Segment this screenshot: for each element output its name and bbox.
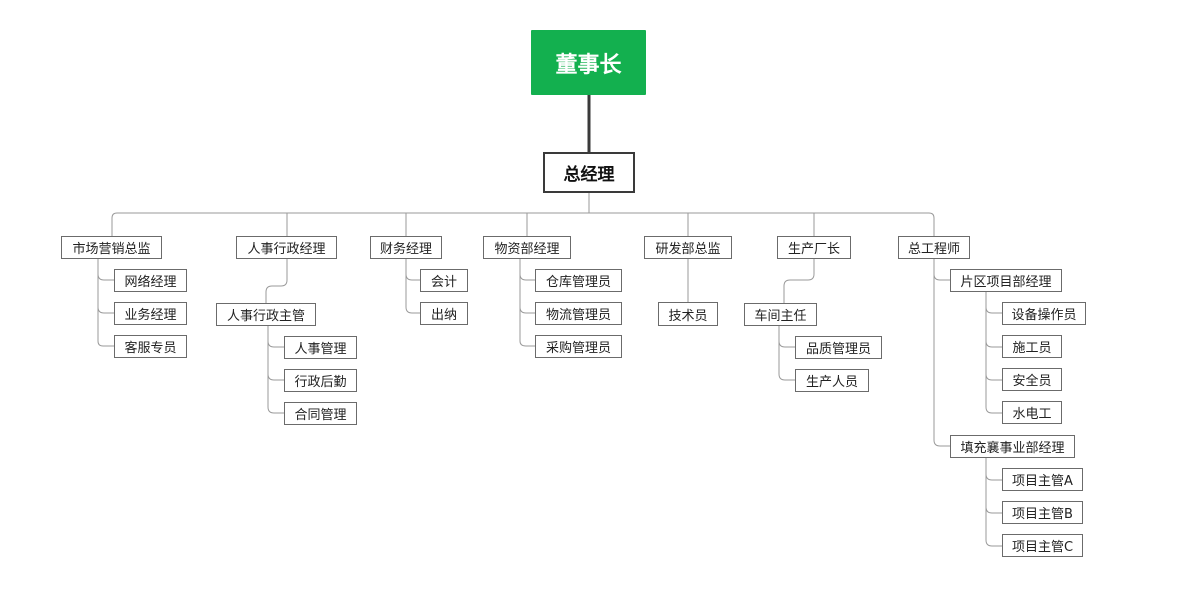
node-chairman[interactable]: 董事长 bbox=[531, 30, 646, 95]
node-marketing-child[interactable]: 客服专员 bbox=[114, 335, 187, 358]
node-finance-manager[interactable]: 财务经理 bbox=[370, 236, 442, 259]
node-marketing-child[interactable]: 网络经理 bbox=[114, 269, 187, 292]
department-bus bbox=[111, 212, 935, 237]
connector-finance-children bbox=[405, 258, 420, 314]
node-hr-supervisor[interactable]: 人事行政主管 bbox=[216, 303, 316, 326]
node-engineering-subunit[interactable]: 填充襄事业部经理 bbox=[950, 435, 1075, 458]
node-production-child[interactable]: 生产人员 bbox=[795, 369, 869, 392]
node-hr-manager[interactable]: 人事行政经理 bbox=[236, 236, 337, 259]
node-production-child[interactable]: 品质管理员 bbox=[795, 336, 882, 359]
node-business-dept-child[interactable]: 项目主管C bbox=[1002, 534, 1083, 557]
connector-production-children bbox=[778, 326, 795, 381]
node-finance-child[interactable]: 出纳 bbox=[420, 302, 468, 325]
node-materials-child[interactable]: 仓库管理员 bbox=[535, 269, 622, 292]
connector-marketing-children bbox=[97, 258, 114, 347]
connector-production-supervisor bbox=[783, 258, 815, 303]
node-materials-child[interactable]: 物流管理员 bbox=[535, 302, 622, 325]
node-general-manager[interactable]: 总经理 bbox=[543, 152, 635, 193]
node-project-dept-child[interactable]: 设备操作员 bbox=[1002, 302, 1086, 325]
connector-engineering-subunits bbox=[933, 258, 950, 447]
node-business-dept-child[interactable]: 项目主管A bbox=[1002, 468, 1083, 491]
node-marketing-director[interactable]: 市场营销总监 bbox=[61, 236, 162, 259]
node-hr-child[interactable]: 合同管理 bbox=[284, 402, 357, 425]
node-hr-child[interactable]: 行政后勤 bbox=[284, 369, 357, 392]
node-project-dept-child[interactable]: 安全员 bbox=[1002, 368, 1062, 391]
node-project-dept-child[interactable]: 施工员 bbox=[1002, 335, 1062, 358]
connector-project-dept-children bbox=[985, 292, 1002, 414]
node-business-dept-child[interactable]: 项目主管B bbox=[1002, 501, 1083, 524]
node-production-supervisor[interactable]: 车间主任 bbox=[744, 303, 817, 326]
node-production-manager[interactable]: 生产厂长 bbox=[777, 236, 851, 259]
node-rnd-child[interactable]: 技术员 bbox=[658, 302, 718, 326]
connector-materials-children bbox=[519, 258, 535, 347]
node-project-dept-child[interactable]: 水电工 bbox=[1002, 401, 1062, 424]
node-finance-child[interactable]: 会计 bbox=[420, 269, 468, 292]
node-materials-manager[interactable]: 物资部经理 bbox=[483, 236, 571, 259]
node-engineering-subunit[interactable]: 片区项目部经理 bbox=[950, 269, 1062, 292]
connector-hr-supervisor bbox=[265, 258, 288, 303]
node-materials-child[interactable]: 采购管理员 bbox=[535, 335, 622, 358]
connector-business-dept-children bbox=[985, 458, 1002, 547]
connector-hr-children bbox=[267, 325, 284, 414]
node-hr-child[interactable]: 人事管理 bbox=[284, 336, 357, 359]
node-marketing-child[interactable]: 业务经理 bbox=[114, 302, 187, 325]
node-chief-engineer[interactable]: 总工程师 bbox=[898, 236, 970, 259]
node-rnd-director[interactable]: 研发部总监 bbox=[644, 236, 732, 259]
